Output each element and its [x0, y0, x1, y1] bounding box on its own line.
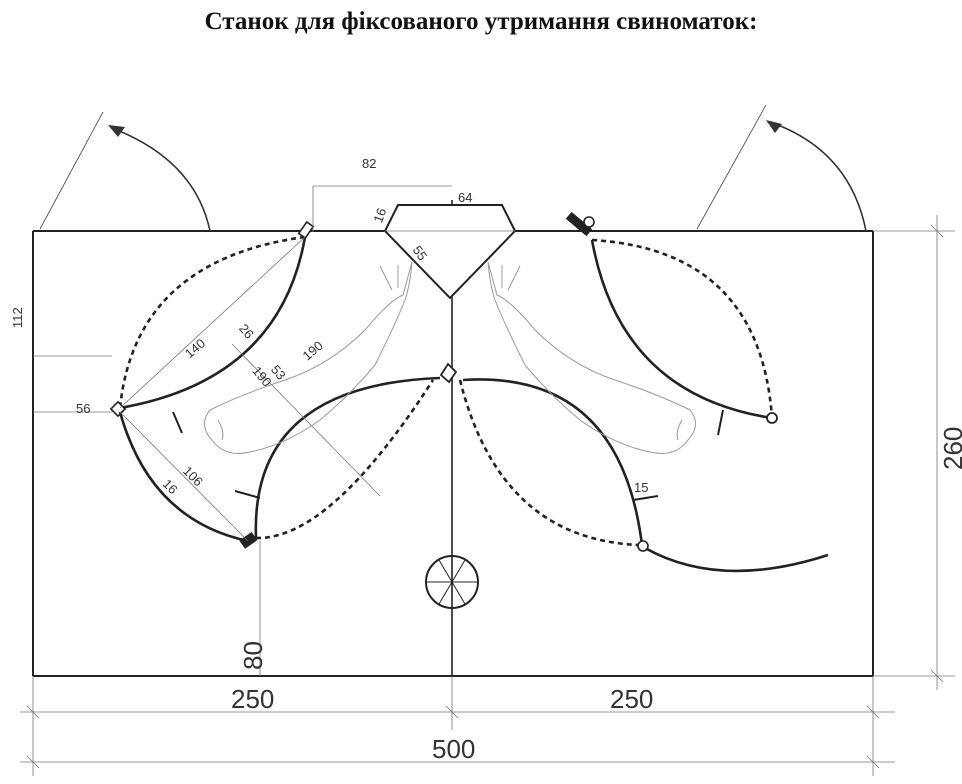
feeder-trough: [383, 204, 517, 300]
dim-64: 64: [458, 190, 472, 205]
center-hinge: [439, 362, 458, 384]
left-upper-gate: [109, 220, 315, 434]
right-upper-gate: [565, 211, 778, 436]
stall-frame: [32, 200, 874, 677]
floor-drain: [425, 555, 479, 609]
dim-15: 15: [634, 480, 648, 495]
dim-112: 112: [10, 307, 25, 328]
dim-250-right: 250: [610, 684, 653, 714]
page-title: Станок для фіксованого утримання свинома…: [204, 8, 758, 35]
dim-140: 140: [182, 336, 208, 361]
dim-82: 82: [362, 156, 376, 171]
door-swing-arrows: [39, 104, 867, 232]
dim-106: 106: [180, 463, 206, 489]
left-lower-gate: [118, 376, 441, 549]
dim-16-feeder: 16: [370, 206, 389, 225]
dim-500: 500: [432, 734, 475, 764]
dim-190-a: 190: [300, 338, 326, 363]
dim-250-left: 250: [231, 684, 274, 714]
right-lower-gate: [458, 378, 829, 573]
sow-outline-left: [204, 261, 413, 454]
dim-55: 55: [410, 243, 431, 263]
dim-260: 260: [938, 427, 962, 470]
dim-190-b: 190: [249, 363, 274, 389]
dim-56: 56: [76, 401, 90, 416]
dim-80: 80: [238, 641, 268, 670]
dim-26: 26: [236, 321, 257, 342]
sow-outline-right: [487, 261, 696, 454]
dimension-lines: [20, 185, 955, 776]
